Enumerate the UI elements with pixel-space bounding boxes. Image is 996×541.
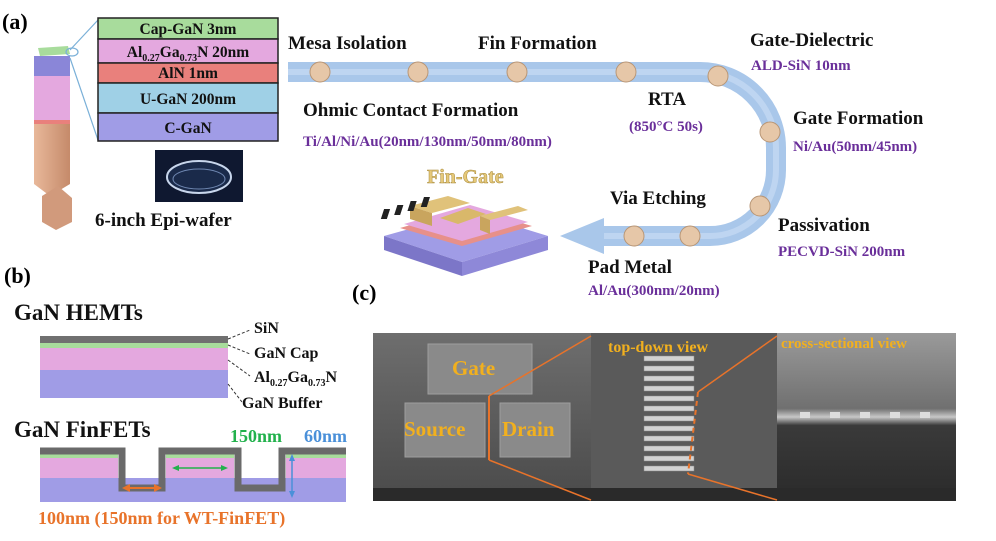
label-gan-cap: GaN Cap [254, 345, 319, 362]
step-gate-dielectric-detail: ALD-SiN 10nm [751, 58, 851, 74]
step-gate-formation: Gate Formation [793, 108, 924, 129]
node-passivation [749, 195, 771, 217]
sem-image-cross-section [777, 333, 956, 501]
step-rta: RTA [648, 89, 686, 110]
step-mesa-isolation: Mesa Isolation [288, 33, 407, 54]
sem-image-layout [373, 333, 591, 501]
step-passivation: Passivation [778, 215, 870, 236]
sem-label-top-down: top-down view [608, 339, 708, 356]
label-sin: SiN [254, 320, 279, 337]
finfet-dimension-arrows [122, 454, 295, 498]
step-gate-dielectric: Gate-Dielectric [750, 30, 873, 51]
sem-label-source: Source [404, 417, 465, 441]
layer-u-gan-label: U-GaN 200nm [140, 91, 236, 108]
node-ohmic [407, 61, 429, 83]
sem-zoom-lines [488, 335, 778, 501]
node-gate-dielectric [707, 65, 729, 87]
node-via [679, 225, 701, 247]
layer-aln-label: AlN 1nm [158, 65, 218, 82]
process-nodes [309, 61, 781, 247]
sem-label-drain: Drain [502, 417, 555, 441]
node-gate-formation [759, 121, 781, 143]
sem-label-gate: Gate [452, 356, 495, 380]
wafer-photo [155, 150, 243, 202]
label-algan: Al0.27Ga0.73N [254, 369, 337, 389]
dim-fin-height: 60nm [304, 426, 347, 446]
layer-algan-label: Al0.27Ga0.73N 20nm [127, 44, 250, 64]
step-gate-formation-detail: Ni/Au(50nm/45nm) [793, 139, 917, 155]
node-rta [615, 61, 637, 83]
label-gan-buffer: GaN Buffer [242, 395, 322, 412]
layer-c-gan-label: C-GaN [164, 120, 211, 137]
step-passivation-detail: PECVD-SiN 200nm [778, 244, 906, 260]
layer-stack: Cap-GaN 3nm Al0.27Ga0.73N 20nm AlN 1nm U… [97, 17, 279, 142]
hemt-leader-lines [227, 329, 251, 403]
process-flow-pipe [288, 62, 786, 254]
step-pad-metal-detail: Al/Au(300nm/20nm) [588, 283, 720, 299]
layer-cap-gan-label: Cap-GaN 3nm [140, 21, 237, 38]
dim-fin-width: 150nm [230, 426, 282, 446]
node-pad [623, 225, 645, 247]
step-ohmic-contact: Ohmic Contact Formation [303, 100, 519, 121]
panel-label-a: (a) [2, 9, 28, 34]
fin-gate-device-3d [380, 196, 548, 276]
panel-label-c: (c) [352, 280, 376, 305]
sem-image-top-down [591, 333, 777, 501]
node-mesa [309, 61, 331, 83]
epi-stack-3d-column [34, 19, 99, 230]
hemt-cross-section [40, 336, 228, 398]
finfet-title: GaN FinFETs [14, 417, 151, 442]
step-rta-detail: (850°C 50s) [629, 119, 703, 135]
sem-label-cross-section: cross-sectional view [781, 336, 907, 352]
step-ohmic-detail: Ti/Al/Ni/Au(20nm/130nm/50nm/80nm) [303, 134, 552, 150]
step-fin-formation: Fin Formation [478, 33, 597, 54]
flow-arrow-head [560, 218, 604, 254]
panel-label-b: (b) [4, 263, 31, 288]
fin-gate-label: Fin-Gate [427, 166, 504, 188]
finfet-cross-section [40, 447, 346, 502]
layer-c-gan [97, 112, 279, 142]
node-fin [506, 61, 528, 83]
step-pad-metal: Pad Metal [588, 257, 672, 278]
dim-trench-width: 100nm (150nm for WT-FinFET) [38, 508, 285, 529]
hemt-title: GaN HEMTs [14, 300, 143, 325]
step-via-etching: Via Etching [610, 188, 706, 209]
wafer-label: 6-inch Epi-wafer [95, 210, 232, 231]
